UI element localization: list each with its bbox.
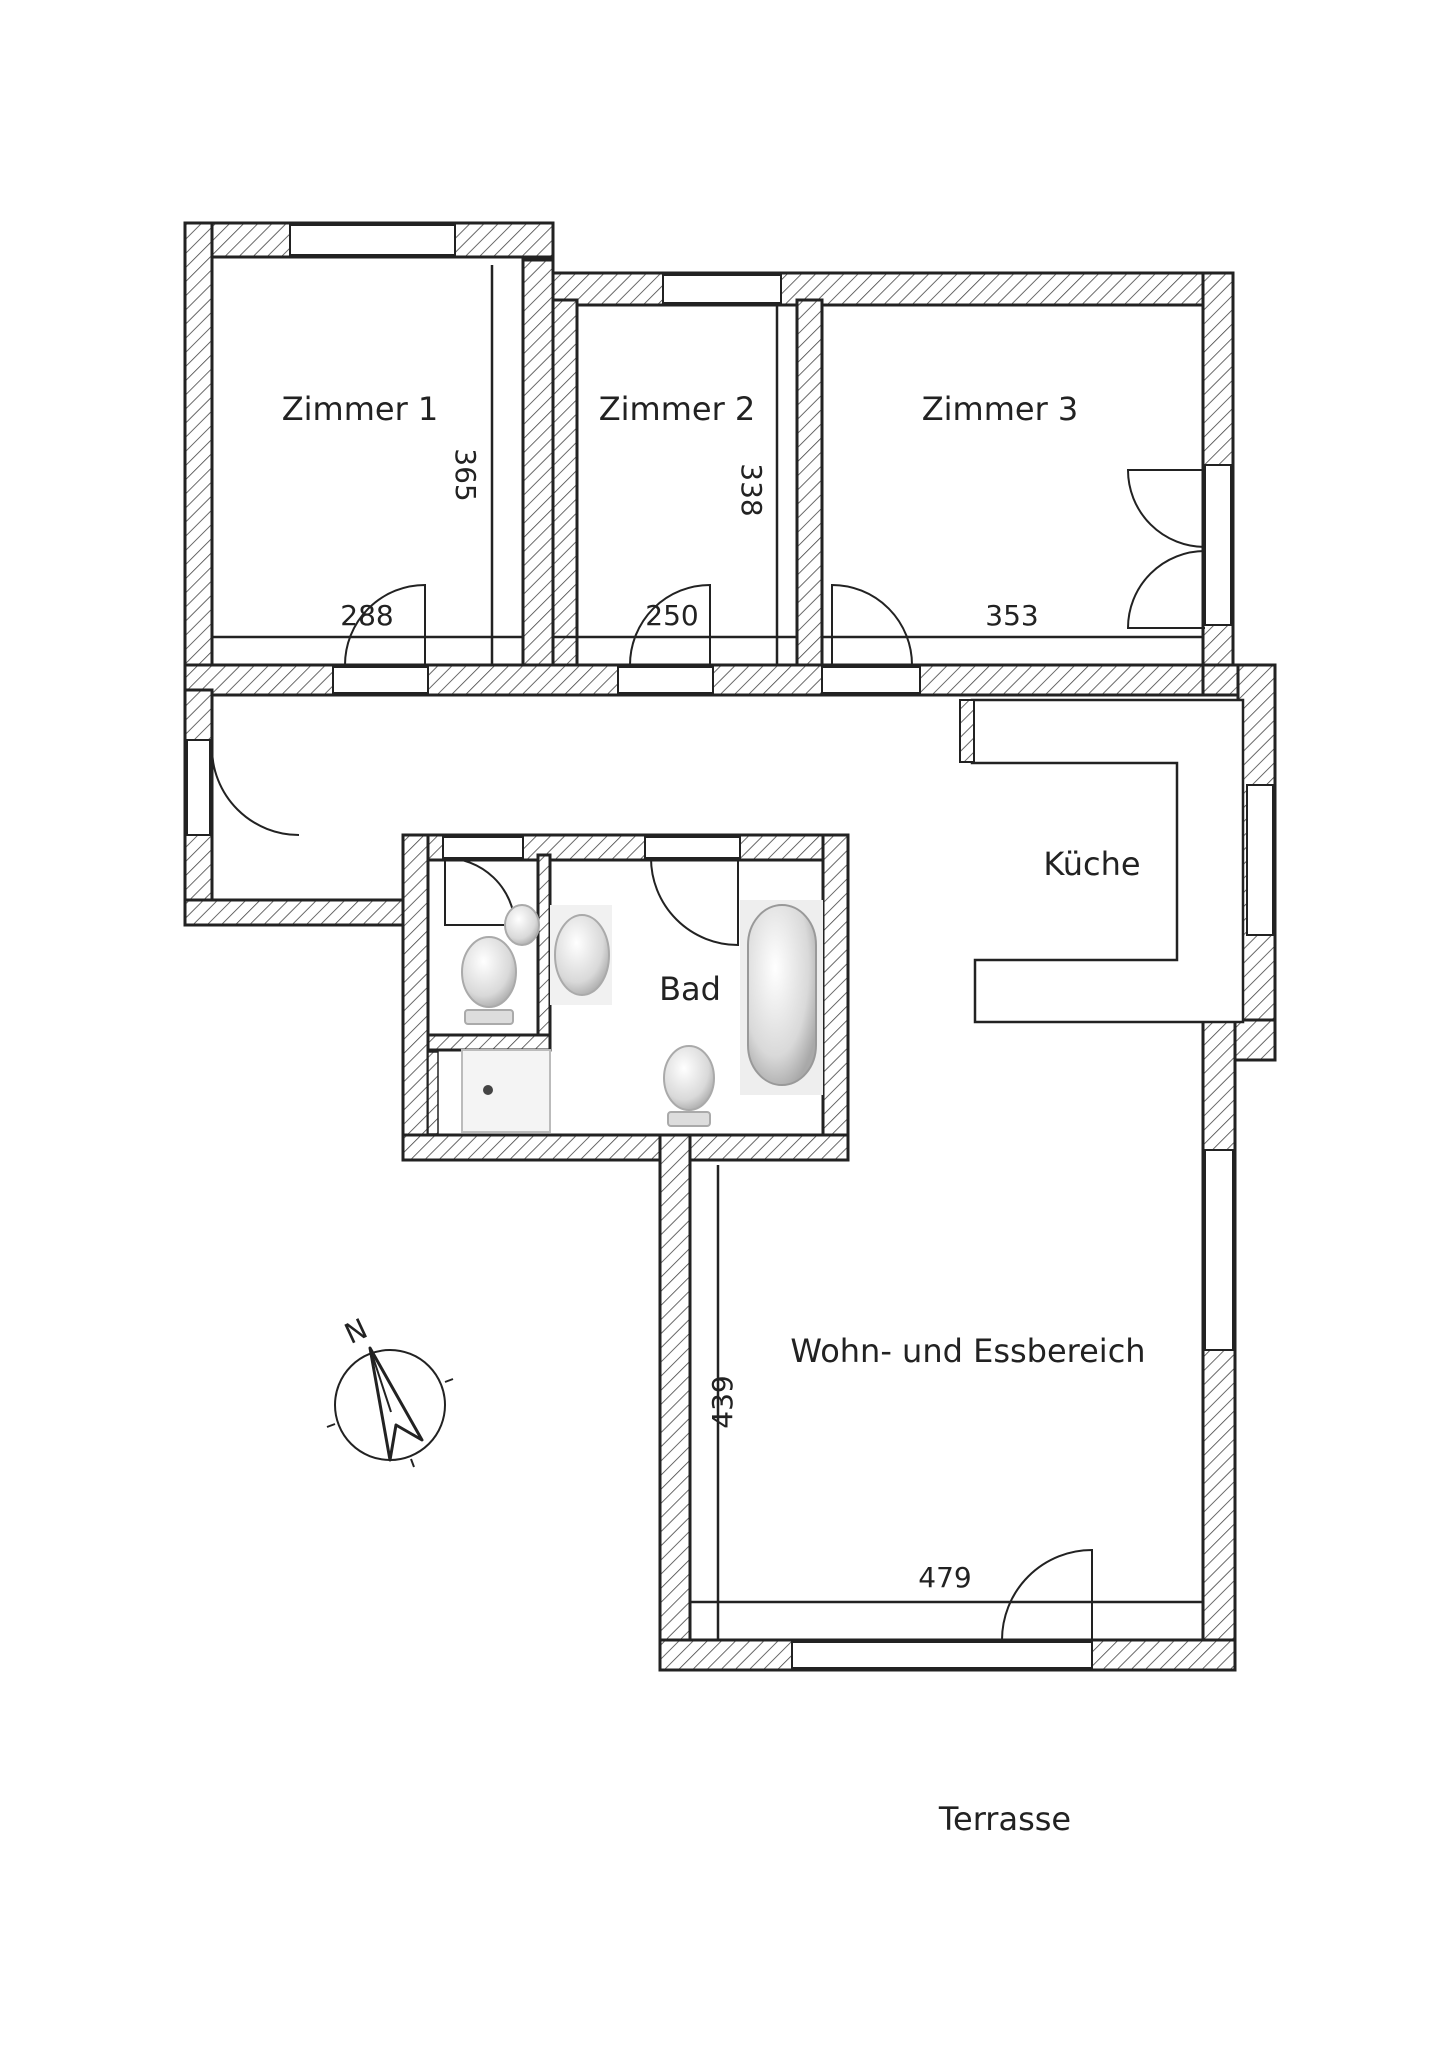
dim-label-zimmer1-depth: 365 (449, 448, 482, 501)
wc-toilet-tank-icon (464, 1009, 514, 1025)
kitchen-corner-pillar (959, 699, 975, 763)
room-label-zimmer2: Zimmer 2 (599, 390, 756, 428)
bad-toilet-tank-icon (667, 1111, 711, 1127)
door-gap-zimmer1 (332, 666, 429, 694)
bad-toilet-icon (663, 1045, 715, 1111)
room-label-zimmer3: Zimmer 3 (922, 390, 1079, 428)
shower-rail-icon (427, 1051, 439, 1135)
room-label-wohn: Wohn- und Essbereich (790, 1332, 1145, 1370)
fixtures (427, 900, 823, 1135)
dim-label-zimmer2-depth: 338 (735, 463, 768, 516)
north-arrow-icon (368, 1346, 424, 1462)
wall-living-left (658, 1133, 692, 1672)
wall-zimmer2-left (551, 298, 579, 674)
wall-zimmer2-top (551, 271, 1235, 307)
dim-label-wohn-width: 479 (918, 1561, 971, 1594)
shower-tray-icon (461, 1049, 551, 1133)
labels: Zimmer 1 Zimmer 2 Zimmer 3 Küche Bad Woh… (282, 390, 1146, 1838)
window-zimmer3-side (1204, 464, 1232, 626)
door-entrance (211, 747, 300, 836)
door-zimmer3-closet-top (1126, 469, 1206, 548)
dimension-lines (212, 265, 1203, 1640)
door-wc (444, 856, 517, 926)
window-living-bottom (791, 1641, 1093, 1669)
door-zimmer2 (629, 583, 711, 666)
kitchen-counter (970, 698, 1245, 1024)
doors (211, 469, 1206, 1641)
door-gap-bad (644, 836, 741, 859)
north-arrow-shaft-icon (369, 1347, 392, 1413)
room-label-kueche: Küche (1043, 845, 1140, 883)
dim-label-zimmer2-width: 250 (645, 599, 698, 632)
compass-north-label: N (340, 1312, 373, 1351)
door-zimmer1 (344, 583, 426, 666)
wall-zimmer1-right (521, 258, 555, 674)
compass-tick-icon (326, 1423, 336, 1428)
shower-drain-icon (483, 1085, 493, 1095)
walls (183, 221, 1277, 1672)
dim-label-zimmer1-width: 288 (340, 599, 393, 632)
door-gap-zimmer3 (821, 666, 921, 694)
wall-bath-bottom (401, 1133, 850, 1162)
compass-tick-icon (410, 1458, 415, 1468)
window-living-side (1204, 1149, 1234, 1351)
room-label-zimmer1: Zimmer 1 (282, 390, 439, 428)
compass-tick-icon (444, 1378, 454, 1383)
window-kitchen (1246, 784, 1274, 936)
wall-left-upper (183, 221, 214, 700)
wc-sink-icon (504, 904, 540, 946)
room-label-bad: Bad (659, 970, 721, 1008)
room-label-terrasse: Terrasse (938, 1800, 1071, 1838)
dim-label-wohn-depth: 439 (706, 1375, 739, 1428)
door-terrace (1001, 1548, 1093, 1641)
door-zimmer3-closet-bottom (1126, 550, 1206, 629)
wall-wc-bottom (426, 1033, 552, 1052)
wall-bath-left (401, 833, 430, 1162)
door-zimmer3 (831, 583, 913, 666)
door-bad (650, 857, 739, 947)
wc-toilet-icon (461, 936, 517, 1008)
window-corridor-left (186, 739, 211, 836)
wall-bath-divider (536, 853, 552, 1052)
dim-label-zimmer3-width: 353 (985, 599, 1038, 632)
door-gap-zimmer2 (617, 666, 714, 694)
bad-sink-icon (554, 914, 610, 996)
windows (186, 224, 1274, 1669)
wall-corridor-bottom (183, 898, 405, 927)
window-zimmer1 (289, 224, 456, 256)
window-zimmer2 (662, 274, 782, 304)
wall-bath-right (821, 833, 850, 1162)
compass (326, 1346, 454, 1468)
wall-zimmer2-right (795, 298, 824, 674)
bathtub-icon (747, 904, 817, 1086)
door-gap-wc (442, 836, 524, 859)
